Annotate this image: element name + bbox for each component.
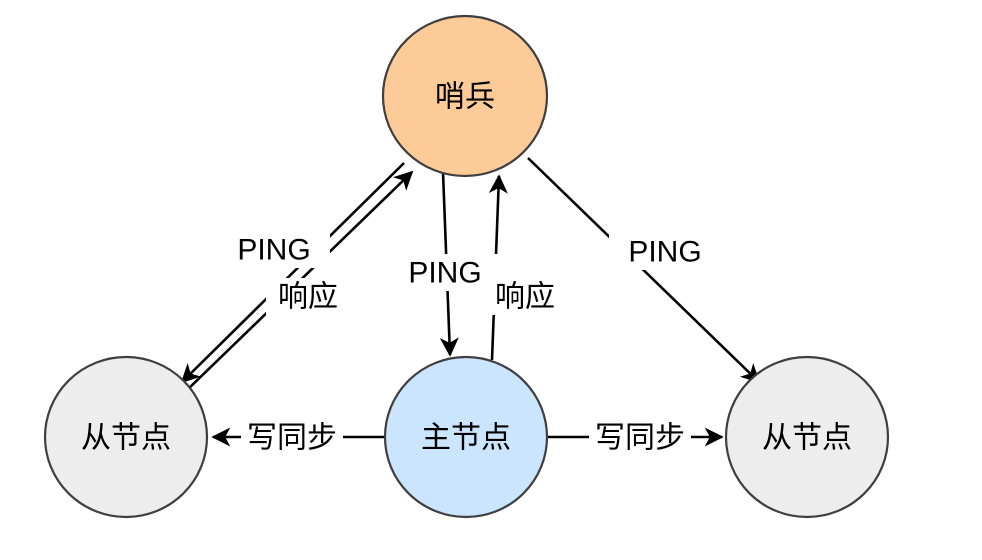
label-backdrop <box>218 231 330 268</box>
label-backdrop <box>589 418 691 456</box>
label-backdrop <box>484 278 568 315</box>
label-backdrop <box>266 278 350 315</box>
edge-label-response-center: 响应 <box>495 281 555 314</box>
edge-label-sync-right: 写同步 <box>595 422 685 455</box>
edge-label-ping-left: PING <box>237 234 310 267</box>
label-backdrop <box>391 254 499 291</box>
label-backdrop <box>241 418 343 456</box>
edge-label-response-left: 响应 <box>278 281 338 314</box>
edge-label-sync-left-group: 写同步 <box>241 418 343 456</box>
node-sentinel[interactable]: 哨兵 <box>381 14 549 178</box>
node-slave-right[interactable]: 从节点 <box>724 355 890 519</box>
edge-label-sync-right-group: 写同步 <box>589 418 691 456</box>
edge-label-ping-center-group: PING <box>391 254 499 291</box>
node-master[interactable]: 主节点 <box>383 355 549 519</box>
label-backdrop <box>609 233 721 270</box>
slave-right-label: 从节点 <box>762 422 852 455</box>
edge-label-ping-right: PING <box>628 236 701 269</box>
sentinel-label: 哨兵 <box>435 81 495 114</box>
master-circle[interactable] <box>383 355 549 519</box>
edge-label-ping-center: PING <box>408 257 481 290</box>
edge-sentinel-to-slave-left-ping <box>180 162 405 384</box>
edge-label-response-center-group: 响应 <box>484 278 568 315</box>
edge-label-sync-left: 写同步 <box>247 422 337 455</box>
slave-left-label: 从节点 <box>81 422 171 455</box>
edge-label-response-left-group: 响应 <box>266 278 350 315</box>
edge-line-ping-left <box>180 162 405 384</box>
edge-label-ping-right-group: PING <box>609 233 721 270</box>
node-slave-left[interactable]: 从节点 <box>43 355 209 519</box>
slave-right-circle[interactable] <box>724 355 890 519</box>
slave-left-circle[interactable] <box>43 355 209 519</box>
sentinel-circle[interactable] <box>381 14 549 178</box>
master-label: 主节点 <box>421 422 511 455</box>
edge-label-ping-left-group: PING <box>218 231 330 268</box>
